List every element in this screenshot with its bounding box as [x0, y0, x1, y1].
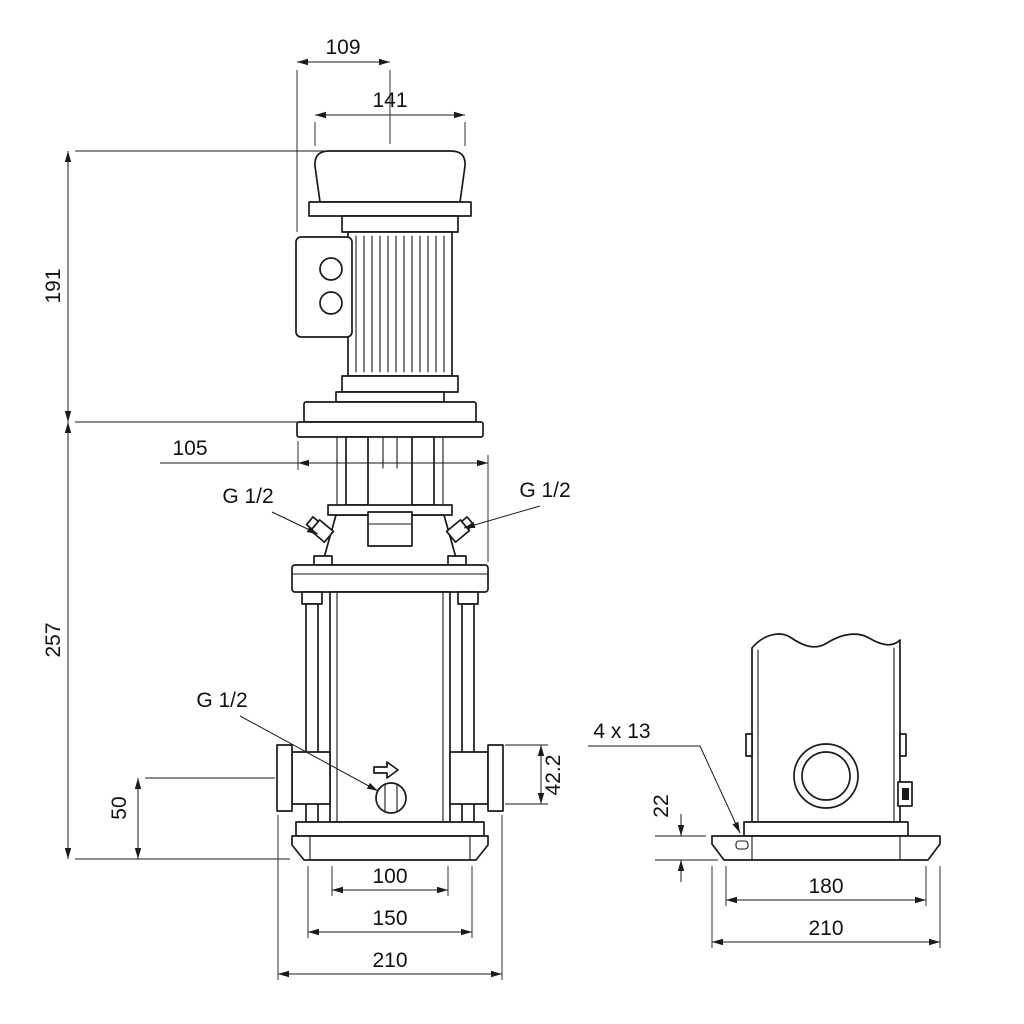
- motor-stool: [296, 421, 484, 506]
- dim-42-2-label: 42.2: [542, 755, 565, 796]
- motor-cooling-fins: [355, 235, 445, 373]
- port-left: [276, 744, 331, 812]
- dim-105-label: 105: [172, 437, 207, 460]
- dim-50-label: 50: [108, 796, 131, 819]
- port-right: [449, 744, 504, 812]
- head-flange: [291, 564, 489, 593]
- dim-141-label: 141: [372, 89, 407, 112]
- drain-plug: [373, 761, 407, 814]
- dim-150-label: 150: [372, 907, 407, 930]
- dim-180-label: 180: [808, 875, 843, 898]
- dim-141: 141: [314, 89, 466, 146]
- motor-body: [341, 215, 459, 393]
- motor-flange: [303, 391, 477, 423]
- base-bolt-hole: [735, 840, 749, 850]
- dim-257-label: 257: [42, 622, 65, 657]
- dim-100: 100: [331, 865, 449, 896]
- dim-210-front: 210: [277, 815, 503, 980]
- dim-191-label: 191: [42, 268, 65, 303]
- side-clamp: [897, 781, 913, 807]
- pump-head: [291, 504, 489, 593]
- g12-left-label: G 1/2: [222, 485, 273, 508]
- g12-drain-label: G 1/2: [196, 689, 247, 712]
- label-g12-drain: G 1/2: [196, 689, 379, 792]
- dim-210-side-label: 210: [808, 917, 843, 940]
- coupling-guard-left: [345, 436, 369, 506]
- dim-22-label: 22: [650, 794, 673, 817]
- vent-boss-right: [447, 555, 467, 566]
- dim-50: 50: [108, 777, 275, 859]
- coupling-block: [367, 511, 413, 547]
- label-bolt-holes: 4 x 13: [588, 720, 741, 834]
- dim-210-front-label: 210: [372, 949, 407, 972]
- dim-42-2: 42.2: [505, 744, 565, 805]
- dim-100-label: 100: [372, 865, 407, 888]
- terminal-box: [295, 236, 353, 338]
- dim-109-label: 109: [325, 36, 360, 59]
- cable-entry-bottom: [319, 291, 343, 315]
- flow-direction-arrow: [373, 761, 399, 779]
- tie-rod-nut-right: [457, 591, 479, 605]
- cable-entry-top: [319, 257, 343, 281]
- dim-22: 22: [650, 794, 718, 882]
- dim-180: 180: [725, 866, 927, 906]
- side-port: [793, 743, 859, 809]
- sleeve-lug-left: [745, 733, 753, 757]
- bolt-holes-label: 4 x 13: [593, 720, 650, 743]
- sleeve-lug-right: [899, 733, 907, 757]
- vent-boss-left: [313, 555, 333, 566]
- side-sleeve: [745, 633, 907, 823]
- label-g12-left: G 1/2: [222, 485, 319, 535]
- pump-base: [291, 821, 489, 861]
- side-view: [711, 633, 941, 861]
- coupling-guard-right: [411, 436, 435, 506]
- front-view: [276, 150, 504, 861]
- side-base: [711, 821, 941, 861]
- dim-105: 105: [160, 437, 489, 562]
- tie-rod-nut-left: [301, 591, 323, 605]
- dim-210-side: 210: [711, 866, 941, 948]
- g12-right-label: G 1/2: [519, 479, 570, 502]
- dim-150: 150: [307, 866, 473, 938]
- motor-fan-cover: [308, 150, 472, 217]
- dim-191: 191: [42, 150, 327, 423]
- sleeve-break-line: [751, 633, 901, 823]
- label-g12-right: G 1/2: [463, 479, 571, 529]
- dim-257: 257: [42, 422, 290, 860]
